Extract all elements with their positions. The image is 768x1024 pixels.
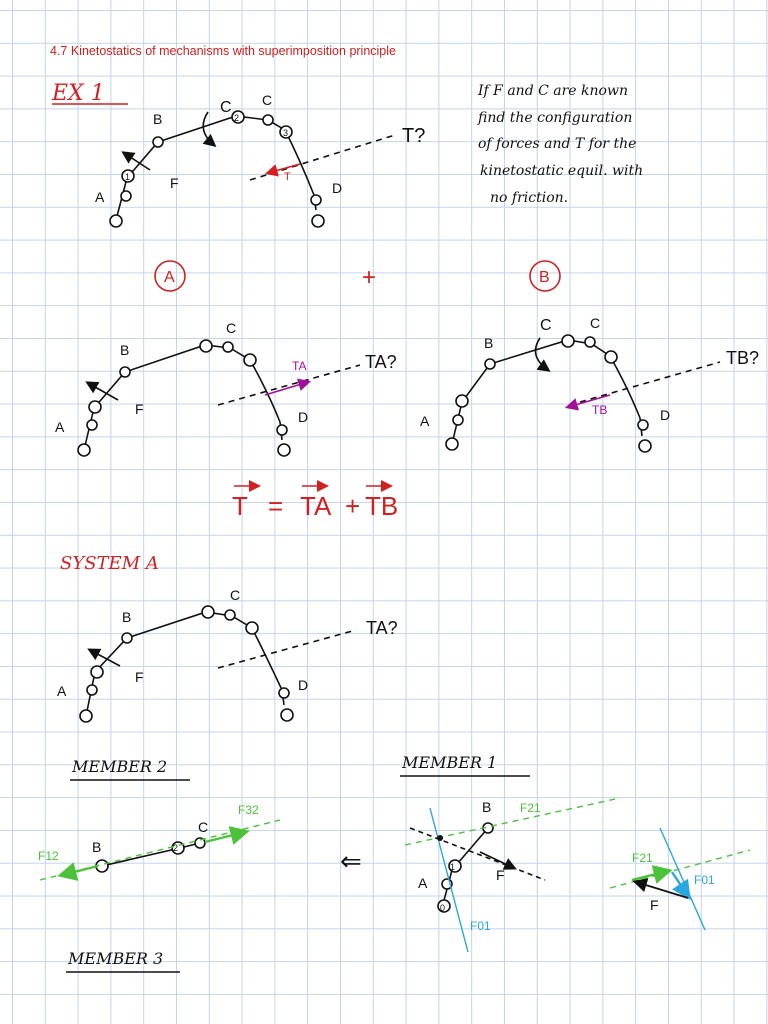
svg-text:A: A bbox=[164, 269, 175, 286]
joint-a-label: A bbox=[95, 189, 105, 205]
joint-b-label: B bbox=[153, 111, 162, 127]
svg-text:F: F bbox=[135, 669, 144, 685]
svg-text:F: F bbox=[650, 897, 659, 913]
example-label: EX 1 bbox=[51, 81, 128, 106]
svg-text:C: C bbox=[230, 587, 240, 603]
mechanism-system-a-detail bbox=[79, 605, 357, 723]
member-1-heading: MEMBER 1 bbox=[400, 753, 530, 777]
svg-text:no friction.: no friction. bbox=[490, 190, 568, 206]
svg-text:TA: TA bbox=[300, 491, 332, 521]
force-t-query-label: T? bbox=[402, 125, 425, 147]
svg-text:B: B bbox=[120, 342, 129, 358]
svg-text:MEMBER 3: MEMBER 3 bbox=[67, 949, 163, 968]
superposition-equation: T = TA + TB bbox=[232, 480, 398, 521]
svg-text:MEMBER 2: MEMBER 2 bbox=[71, 757, 167, 776]
force-ta-query: TA? bbox=[365, 352, 397, 372]
member-3-heading: MEMBER 3 bbox=[66, 949, 180, 973]
svg-text:F21: F21 bbox=[632, 851, 653, 865]
member-1-diagram bbox=[409, 822, 546, 913]
svg-text:kinetostatic equil. with: kinetostatic equil. with bbox=[480, 163, 643, 179]
member-1-forces bbox=[404, 797, 621, 953]
system-a-heading: SYSTEM A bbox=[60, 553, 159, 574]
force-f21-label: F21 bbox=[520, 801, 541, 815]
svg-text:A: A bbox=[420, 413, 430, 429]
force-ta-label: TA bbox=[292, 359, 306, 373]
svg-text:1: 1 bbox=[125, 172, 130, 182]
svg-text:B: B bbox=[484, 335, 493, 351]
system-a-badge: A bbox=[154, 260, 186, 292]
mechanism-system-b bbox=[445, 334, 721, 453]
mechanism-system-a bbox=[77, 339, 361, 457]
member-2-diagram bbox=[95, 837, 206, 873]
member-2-heading: MEMBER 2 bbox=[70, 757, 190, 781]
svg-text:C: C bbox=[198, 819, 208, 835]
svg-text:C: C bbox=[226, 320, 236, 336]
force-tb-label: TB bbox=[592, 403, 607, 417]
force-tb-vector bbox=[564, 394, 611, 411]
svg-text:A: A bbox=[418, 875, 428, 891]
svg-text:F: F bbox=[135, 401, 144, 417]
implies-arrow: ⇐ bbox=[340, 846, 362, 876]
plus-sign: + bbox=[362, 264, 376, 291]
force-f32-label: F32 bbox=[238, 803, 259, 817]
svg-text:TA?: TA? bbox=[366, 618, 398, 638]
svg-text:If F and C are known: If F and C are known bbox=[477, 83, 628, 99]
svg-text:=: = bbox=[268, 491, 283, 521]
system-b-badge: B bbox=[529, 260, 561, 292]
svg-text:D: D bbox=[298, 409, 308, 425]
joint-d-label: D bbox=[332, 180, 342, 196]
force-f-label: F bbox=[170, 175, 179, 191]
svg-text:F: F bbox=[496, 867, 505, 883]
svg-text:D: D bbox=[660, 407, 670, 423]
mechanism-ex1 bbox=[109, 110, 396, 228]
svg-text:+: + bbox=[345, 491, 360, 521]
svg-text:EX 1: EX 1 bbox=[51, 81, 105, 106]
svg-text:D: D bbox=[298, 677, 308, 693]
svg-text:MEMBER 1: MEMBER 1 bbox=[401, 753, 497, 772]
member-2-forces bbox=[39, 819, 281, 881]
joint-c-label: C bbox=[262, 92, 272, 108]
svg-text:TB: TB bbox=[365, 491, 398, 521]
page-title: 4.7 Kinetostatics of mechanisms with sup… bbox=[50, 44, 396, 58]
svg-text:A: A bbox=[57, 683, 67, 699]
svg-text:B: B bbox=[92, 839, 101, 855]
svg-text:C: C bbox=[590, 315, 600, 331]
svg-text:B: B bbox=[122, 609, 131, 625]
force-f01-label: F01 bbox=[470, 919, 491, 933]
force-f12-label: F12 bbox=[38, 849, 59, 863]
force-triangle bbox=[609, 827, 751, 931]
force-ta-vector bbox=[264, 378, 312, 396]
svg-text:B: B bbox=[539, 269, 550, 286]
svg-text:2: 2 bbox=[234, 113, 239, 123]
svg-text:find the configuration: find the configuration bbox=[477, 110, 632, 126]
svg-text:0: 0 bbox=[440, 903, 445, 913]
svg-text:C: C bbox=[540, 317, 552, 334]
svg-text:1: 1 bbox=[450, 862, 455, 872]
svg-text:B: B bbox=[482, 799, 491, 815]
torque-c-label: C bbox=[220, 99, 232, 116]
svg-text:of forces and T for the: of forces and T for the bbox=[478, 136, 636, 152]
force-tb-query: TB? bbox=[726, 348, 759, 368]
force-t-ex1 bbox=[264, 163, 301, 177]
svg-text:T: T bbox=[232, 491, 248, 521]
problem-statement: If F and C are known find the configurat… bbox=[477, 83, 643, 206]
svg-text:2: 2 bbox=[173, 843, 178, 853]
svg-text:A: A bbox=[55, 419, 65, 435]
force-t-red-label: T bbox=[284, 171, 291, 183]
svg-text:3: 3 bbox=[283, 128, 288, 138]
svg-text:F01: F01 bbox=[694, 873, 715, 887]
